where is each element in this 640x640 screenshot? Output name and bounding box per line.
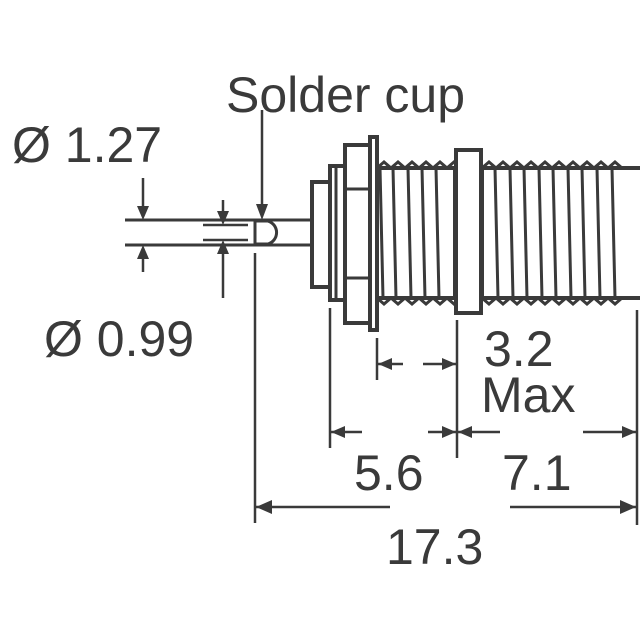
thread-rear: [375, 160, 462, 306]
total-length-label: 17.3: [386, 519, 483, 575]
extension-lines: [253, 253, 639, 525]
length-dimensions: [255, 358, 636, 514]
thread-length-label: 3.2: [484, 321, 554, 377]
solder-cup-label: Solder cup: [226, 67, 465, 123]
solder-pin: [125, 218, 312, 247]
thread-length-note: Max: [481, 367, 575, 423]
front-length-label: 7.1: [502, 445, 572, 501]
rear-length-label: 5.6: [354, 445, 424, 501]
diameter-dimensions: [137, 110, 268, 298]
inner-diameter-label: Ø 0.99: [44, 311, 194, 367]
thread-front: [480, 160, 640, 306]
connector-body: [310, 135, 640, 332]
outer-diameter-label: Ø 1.27: [12, 117, 162, 173]
